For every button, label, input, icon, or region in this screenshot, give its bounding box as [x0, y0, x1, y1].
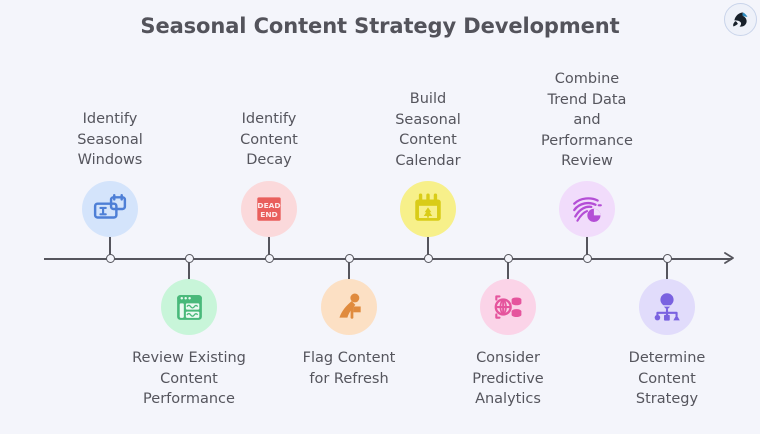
axis-node-marker[interactable] [662, 254, 672, 263]
axis-node-marker[interactable] [344, 254, 354, 263]
milestone-label-flag-content-for-refresh: Flag Content for Refresh [302, 350, 396, 387]
arrow-right-icon [724, 252, 734, 264]
milestone-icon-bubble-determine-content-strategy[interactable] [639, 279, 695, 335]
trend-pie-chart-icon [573, 197, 602, 222]
milestone-label-identify-content-decay: Identify Content Decay [240, 111, 298, 168]
connector-stem [666, 258, 668, 280]
page-title: Seasonal Content Strategy Development [140, 14, 620, 38]
brand-logo-badge[interactable] [724, 3, 757, 36]
milestone-label-determine-content-strategy: Determine Content Strategy [628, 350, 706, 407]
axis-node-marker[interactable] [184, 254, 194, 263]
milestone-icon-bubble-combine-trend-data-and-performance-review[interactable] [559, 181, 615, 237]
milestone-label-identify-seasonal-windows: Identify Seasonal Windows [77, 111, 143, 168]
axis-node-marker[interactable] [264, 254, 274, 263]
svg-text:DEAD: DEAD [257, 201, 280, 210]
connector-stem [188, 258, 190, 280]
milestone-label-consider-predictive-analytics: Consider Predictive Analytics [472, 350, 544, 407]
milestone-label-combine-trend-data-and-performance-review: Combine Trend Data and Performance Revie… [541, 71, 633, 169]
axis-node-marker[interactable] [503, 254, 513, 263]
connector-stem [268, 232, 270, 258]
milestone-icon-bubble-consider-predictive-analytics[interactable] [480, 279, 536, 335]
globe-database-icon [494, 295, 522, 319]
connector-stem [507, 258, 509, 280]
timeline-axis [44, 258, 732, 260]
milestone-icon-bubble-flag-content-for-refresh[interactable] [321, 279, 377, 335]
milestone-icon-bubble-identify-content-decay[interactable]: DEAD END [241, 181, 297, 237]
calendar-tree-icon [415, 193, 441, 221]
axis-node-marker[interactable] [423, 254, 433, 263]
axis-node-marker[interactable] [582, 254, 592, 263]
person-planting-flag-icon [339, 293, 361, 319]
milestone-label-build-seasonal-content-calendar: Build Seasonal Content Calendar [395, 91, 461, 169]
milestone-icon-bubble-review-existing-content-performance[interactable] [161, 279, 217, 335]
connector-stem [427, 232, 429, 258]
svg-text:END: END [260, 210, 277, 219]
dead-end-sign-icon: DEAD END [257, 197, 281, 221]
axis-node-marker[interactable] [105, 254, 115, 263]
connector-stem [586, 232, 588, 258]
milestone-icon-bubble-build-seasonal-content-calendar[interactable] [400, 181, 456, 237]
milestone-icon-bubble-identify-seasonal-windows[interactable] [82, 181, 138, 237]
connector-stem [109, 232, 111, 258]
connector-stem [348, 258, 350, 280]
milestone-label-review-existing-content-performance: Review Existing Content Performance [132, 350, 246, 407]
analytics-window-icon [176, 294, 202, 320]
hierarchy-strategy-icon [654, 293, 680, 321]
window-calendar-icon [93, 193, 127, 219]
bird-logo-icon [733, 12, 748, 27]
